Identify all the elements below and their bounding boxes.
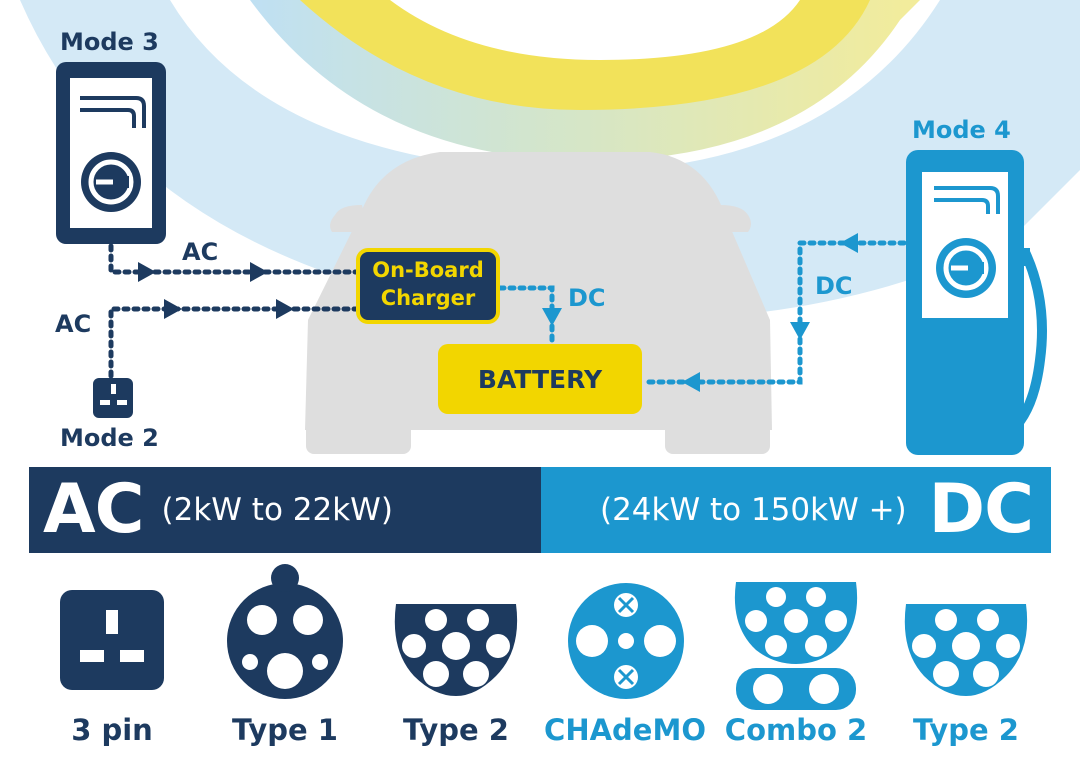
mode2-label: Mode 2: [60, 424, 159, 452]
onboard-charger-line1: On-Board: [372, 258, 484, 282]
dc-onboard-label: DC: [568, 284, 606, 312]
background-arcs: [20, 0, 1080, 320]
ac-flow-arrows: [138, 262, 294, 319]
connector-label-chademo: CHAdeMO: [544, 713, 706, 747]
dc-right-label: DC: [815, 272, 853, 300]
mode2-socket-icon: [93, 378, 133, 418]
type2-connector-icon: [394, 604, 518, 696]
combo2-connector-icon: [734, 582, 858, 710]
battery-box: [438, 344, 642, 414]
mode3-label: Mode 3: [60, 28, 159, 56]
connector-label-type1: Type 1: [232, 713, 338, 747]
connector-label-3pin: 3 pin: [71, 713, 153, 747]
chademo-connector-icon: [568, 583, 684, 699]
connector-label-type2: Type 2: [403, 713, 509, 747]
type1-connector-icon: [227, 564, 343, 699]
ac-left-label: AC: [55, 310, 92, 338]
onboard-charger-line2: Charger: [380, 286, 476, 310]
ac-upper-label: AC: [182, 238, 219, 266]
ac-power-range: (2kW to 22kW): [161, 491, 393, 528]
three-pin-plug-icon: [60, 590, 164, 690]
mode4-label: Mode 4: [912, 116, 1011, 144]
type2-dc-connector-icon: [904, 604, 1028, 696]
ac-flow-lines: [108, 243, 359, 379]
dc-power-bar: (24kW to 150kW +) DC: [541, 467, 1051, 553]
dc-flow-arrows: [542, 233, 858, 392]
car-silhouette: [305, 152, 772, 454]
onboard-charger-box: [356, 248, 500, 324]
dc-heading: DC: [928, 470, 1034, 549]
ac-power-bar: AC (2kW to 22kW): [29, 467, 541, 553]
ac-heading: AC: [43, 470, 145, 549]
mode3-wallbox-icon: [56, 62, 166, 244]
connector-label-type2-dc: Type 2: [913, 713, 1019, 747]
mode4-dc-charger-icon: [906, 150, 1047, 455]
dc-power-range: (24kW to 150kW +): [599, 491, 907, 528]
battery-label: BATTERY: [477, 365, 603, 394]
connector-label-combo2: Combo 2: [724, 713, 868, 747]
